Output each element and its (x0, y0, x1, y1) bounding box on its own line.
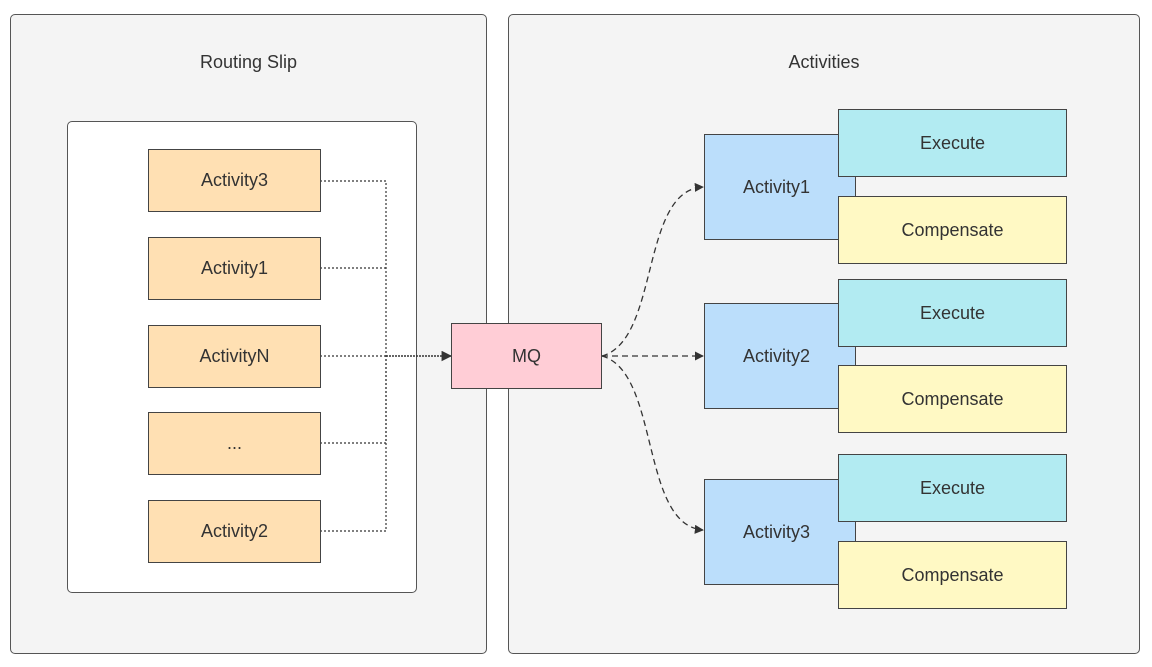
slip-item-activity3: Activity3 (148, 149, 321, 212)
activity-label-3: Activity3 (743, 521, 811, 542)
activities-title: Activities (788, 52, 860, 72)
routing-slip-title: Routing Slip (199, 52, 298, 72)
slip-connector-activity2 (320, 356, 387, 532)
activity-label-2: Activity2 (743, 345, 811, 366)
activity-box-3: Activity3 (704, 479, 856, 585)
compensate-box-3: Compensate (838, 541, 1067, 609)
activity-box-2: Activity2 (704, 303, 856, 409)
slip-item-activityn: ActivityN (148, 325, 321, 388)
slip-connector-activity3 (320, 180, 387, 356)
arrow-mq-to-activity1 (601, 182, 704, 357)
slip-connector-ellipsis (320, 356, 387, 444)
slip-item-activity2: Activity2 (148, 500, 321, 563)
execute-box-1: Execute (838, 109, 1067, 177)
arrow-mq-to-activity3 (601, 355, 704, 534)
slip-item-activity1: Activity1 (148, 237, 321, 300)
mq-box: MQ (451, 323, 602, 389)
compensate-box-1: Compensate (838, 196, 1067, 264)
compensate-box-2: Compensate (838, 365, 1067, 433)
activity-label-1: Activity1 (743, 176, 811, 197)
slip-item-ellipsis: ... (148, 412, 321, 475)
execute-box-3: Execute (838, 454, 1067, 522)
activity-box-1: Activity1 (704, 134, 856, 240)
execute-box-2: Execute (838, 279, 1067, 347)
